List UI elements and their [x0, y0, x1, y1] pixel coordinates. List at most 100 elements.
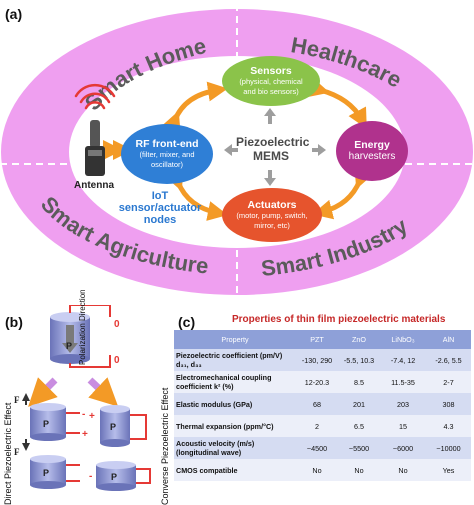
p-label-converse-1: P [110, 422, 116, 432]
iot-nodes-label: IoT sensor/actuator nodes [112, 190, 208, 226]
top-cylinder [50, 305, 111, 368]
cell-pzt: ~4500 [296, 437, 338, 459]
minus-label-1: - [82, 409, 85, 420]
cell-linbo3: 15 [380, 415, 426, 437]
energy-harvesters-node: Energy harvesters [336, 121, 408, 181]
f-label-1: F [14, 395, 20, 405]
header-aln: AlN [426, 330, 471, 349]
arrow-energy-actuators [312, 166, 374, 220]
table-row: Thermal expansion (ppm/°C) 2 6.5 15 4.3 [174, 415, 471, 437]
cell-aln: ~10000 [426, 437, 471, 459]
sensors-sub2: and bio sensors) [243, 86, 299, 96]
panel-c-letter: (c) [178, 314, 196, 330]
piezo-effect-diagram: P P P P P F F 0 0 - + + - [14, 305, 151, 491]
header-pzt: PZT [296, 330, 338, 349]
direct-cylinder-2 [30, 455, 80, 489]
cell-pzt: No [296, 459, 338, 481]
table-title: Properties of thin film piezoelectric ma… [232, 314, 446, 325]
zero-label-top: 0 [114, 319, 120, 330]
cell-linbo3: No [380, 459, 426, 481]
purple-arrow-left [28, 377, 58, 407]
direct-effect-label: Direct Piezoelectric Effect [3, 402, 13, 505]
p-label-direct-1: P [43, 419, 49, 429]
cell-zno: 201 [338, 393, 380, 415]
energy-sub1: harvesters [348, 151, 396, 162]
cell-zno: -5.5, 10.3 [338, 349, 380, 371]
sensors-title: Sensors [250, 65, 292, 77]
cell-pzt: 2 [296, 415, 338, 437]
antenna-icon [74, 83, 116, 176]
arrow-sensors-energy [307, 77, 367, 129]
actuators-node: Actuators (motor, pump, switch, mirror, … [222, 188, 322, 242]
purple-arrow-right [87, 377, 119, 407]
header-property: Property [174, 330, 296, 349]
cell-linbo3: -7.4, 12 [380, 349, 426, 371]
plus-label-1: + [82, 429, 88, 440]
table-row: Acoustic velocity (m/s) (longitudinal wa… [174, 437, 471, 459]
rf-sub1: (filter, mixer, and [139, 150, 195, 159]
cell-aln: 308 [426, 393, 471, 415]
cell-aln: -2.6, 5.5 [426, 349, 471, 371]
sensors-node: Sensors (physical, chemical and bio sens… [222, 56, 320, 106]
panel-a-letter: (a) [5, 6, 23, 22]
table-header-row: Property PZT ZnO LiNbO₃ AlN [174, 330, 471, 349]
minus-label-2: - [89, 471, 92, 482]
cell-pzt: -130, 290 [296, 349, 338, 371]
iot-applications-diagram: Smart Home Healthcare Smart Agriculture … [1, 9, 473, 295]
cell-property: Thermal expansion (ppm/°C) [174, 415, 296, 437]
rf-title: RF front-end [135, 138, 199, 150]
converse-cylinder-1 [100, 405, 147, 447]
table-row: Electromechanical coupling coefficient k… [174, 371, 471, 393]
actuators-sub2: mirror, etc) [254, 220, 290, 230]
antenna-label: Antenna [74, 180, 114, 191]
center-arrow-left [224, 144, 238, 156]
cell-linbo3: ~6000 [380, 437, 426, 459]
cell-aln: 2-7 [426, 371, 471, 393]
cell-linbo3: 11.5-35 [380, 371, 426, 393]
properties-table: Property PZT ZnO LiNbO₃ AlN Piezoelectri… [174, 330, 471, 481]
center-arrows [224, 108, 326, 186]
center-arrow-right [312, 144, 326, 156]
cell-aln: 4.3 [426, 415, 471, 437]
center-arrow-down [264, 170, 276, 186]
cell-property: Elastic modulus (GPa) [174, 393, 296, 415]
iot-line2: sensor/actuator [118, 202, 202, 214]
p-label-direct-2: P [43, 468, 49, 478]
center-line2: MEMS [253, 149, 289, 163]
iot-line1: IoT [151, 190, 169, 202]
energy-title: Energy [354, 139, 390, 151]
header-linbo3: LiNbO₃ [380, 330, 426, 349]
cell-property: CMOS compatible [174, 459, 296, 481]
f-label-2: F [14, 447, 20, 457]
polarization-label: Polarization Direction [78, 289, 87, 365]
cell-property: Piezoelectric coefficient (pm/V) d₃₁, d₃… [174, 349, 296, 371]
table-row: Piezoelectric coefficient (pm/V) d₃₁, d₃… [174, 349, 471, 371]
sensors-sub1: (physical, chemical [239, 77, 303, 86]
cell-aln: Yes [426, 459, 471, 481]
cell-zno: 8.5 [338, 371, 380, 393]
center-arrow-up [264, 108, 276, 124]
cell-pzt: 68 [296, 393, 338, 415]
table-row: Elastic modulus (GPa) 68 201 203 308 [174, 393, 471, 415]
cell-zno: No [338, 459, 380, 481]
actuators-sub1: (motor, pump, switch, [236, 211, 308, 220]
zero-label-bottom: 0 [114, 355, 120, 366]
arrow-rf-sensors [161, 81, 228, 134]
p-label-converse-2: P [111, 472, 117, 482]
rf-sub2: oscillator) [150, 159, 184, 169]
table-row: CMOS compatible No No No Yes [174, 459, 471, 481]
header-zno: ZnO [338, 330, 380, 349]
p-label-top: P [66, 341, 72, 351]
converse-cylinder-2 [96, 461, 151, 491]
direct-cylinder-1 [22, 393, 80, 451]
cell-zno: 6.5 [338, 415, 380, 437]
piezoelectric-mems-center: Piezoelectric MEMS [236, 135, 309, 163]
arrow-rf-actuators [164, 168, 228, 221]
cell-property: Acoustic velocity (m/s) (longitudinal wa… [174, 437, 296, 459]
iot-line3: nodes [143, 214, 177, 226]
actuators-title: Actuators [247, 199, 297, 211]
converse-effect-label: Converse Piezoelectric Effect [160, 387, 170, 505]
cell-pzt: 12-20.3 [296, 371, 338, 393]
plus-label-2: + [89, 411, 95, 422]
cell-zno: ~5500 [338, 437, 380, 459]
